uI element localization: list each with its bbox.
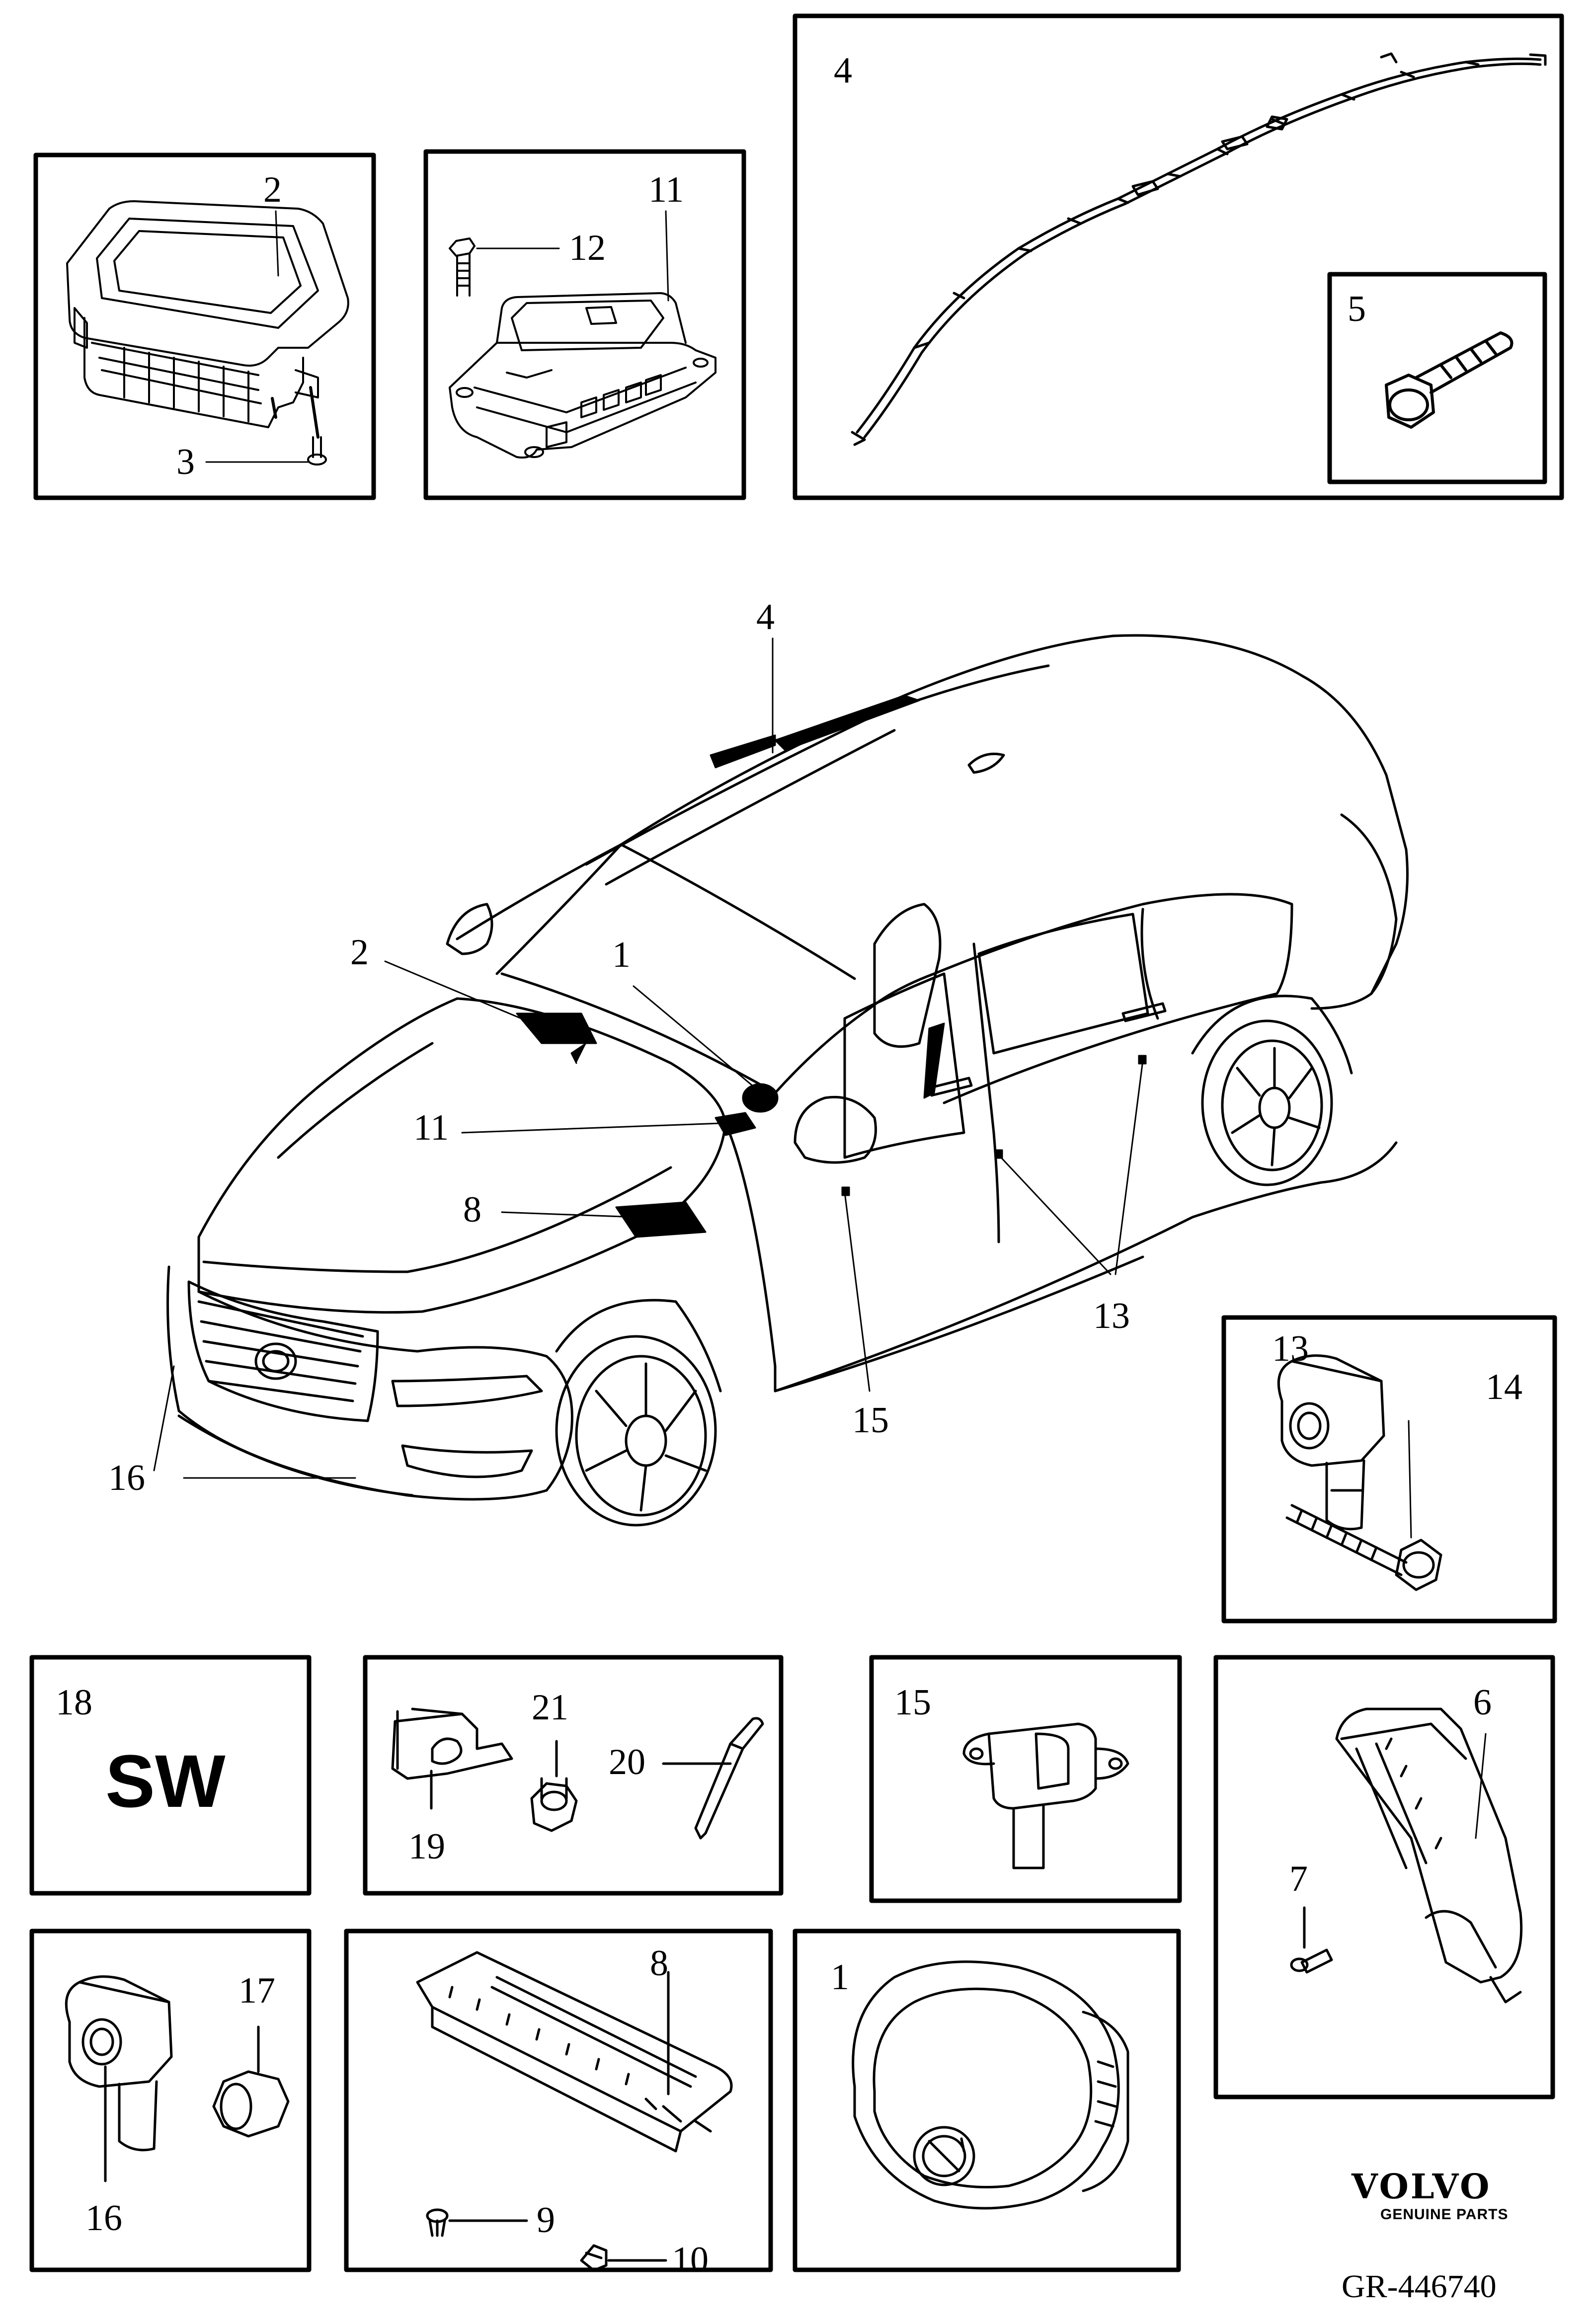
panel11-leader-lines [476,210,669,302]
panel2-callout-2: 2 [263,169,282,210]
sensor-15-drawing [962,1722,1129,1869]
bolt-7-drawing [1290,1906,1333,1974]
panel18-callout-18: 18 [56,1682,92,1723]
rivet-20-drawing [662,1717,764,1840]
panel5-callout-5: 5 [1348,289,1366,329]
sensor-13-drawing [1277,1354,1385,1531]
car-callout-15: 15 [852,1400,889,1441]
nut-21-drawing [530,1740,578,1832]
curtain-airbag-drawing [851,52,1547,446]
panel15-callout-15: 15 [894,1682,931,1723]
car-callout-11: 11 [413,1107,449,1148]
panel8-callout-8: 8 [650,1943,668,1984]
bolt-14-drawing [1285,1504,1442,1591]
car-leader-lines [153,637,1144,1479]
panel1-callout-1: 1 [831,1957,849,1998]
panel13-callout-13: 13 [1272,1328,1309,1369]
diagram-reference: GR-446740 [1342,2268,1497,2305]
panel4-callout-4: 4 [834,50,852,91]
volvo-logo: VOLVO [1352,2167,1492,2207]
knee-airbag-8-drawing [416,1951,733,2153]
clip-10-drawing [580,2244,667,2272]
panel13-callout-14: 14 [1486,1367,1522,1407]
panel11-callout-11: 11 [648,169,684,210]
panel6-leader-lines [1475,1733,1487,1839]
nut-17-drawing [212,2025,290,2138]
panel19-callout-21: 21 [532,1687,568,1728]
genuine-parts-label: GENUINE PARTS [1380,2206,1509,2223]
panel16-callout-17: 17 [239,1970,275,2011]
car-callout-2: 2 [350,932,369,973]
panel-borders [29,13,1564,2272]
sw-label: SW [105,1739,226,1823]
airbag-module-bolt [449,237,476,297]
car-highlights [516,695,1147,1238]
airbag-module-drawing [449,292,716,459]
panel11-callout-12: 12 [569,228,606,268]
bolt-9-drawing [426,2208,528,2237]
panel19-callout-20: 20 [609,1742,645,1782]
car-callout-13: 13 [1093,1296,1130,1336]
panel13-leader-lines [1408,1420,1412,1539]
panel16-callout-16: 16 [85,2198,122,2239]
panel8-callout-10: 10 [672,2240,709,2280]
car-body-drawing [166,634,1409,1527]
car-callout-8: 8 [463,1189,481,1230]
panel2-callout-3: 3 [176,442,195,482]
side-airbag-6-drawing [1335,1707,1523,2004]
panel2-leader-lines [205,210,309,463]
driver-airbag-1-drawing [852,1960,1129,2210]
car-callout-16: 16 [108,1458,145,1498]
panel6-callout-7: 7 [1289,1859,1308,1899]
sensor-16-drawing [65,1975,173,2182]
car-callout-4: 4 [756,597,775,637]
panel8-callout-9: 9 [537,2200,555,2241]
bolt-5-drawing [1385,331,1513,429]
panel19-callout-19: 19 [408,1826,445,1867]
passenger-airbag-drawing [66,200,349,465]
bracket-19-drawing [391,1707,513,1810]
panel6-callout-6: 6 [1473,1682,1492,1723]
car-callout-1: 1 [612,934,631,975]
